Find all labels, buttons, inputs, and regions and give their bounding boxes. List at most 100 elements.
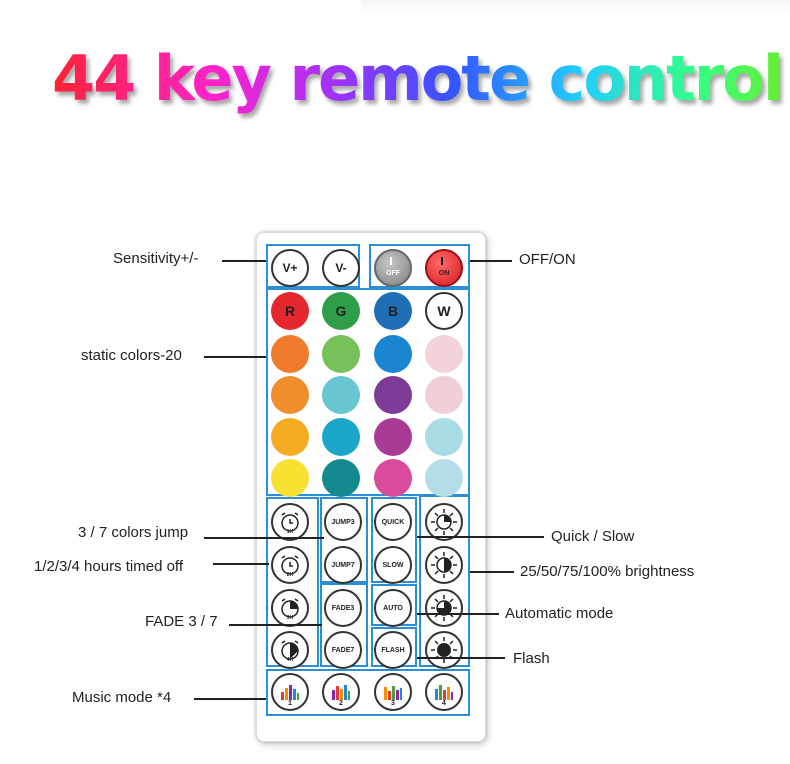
- slow-label: SLOW: [382, 561, 404, 569]
- white-label: W: [437, 303, 451, 319]
- color-button-light-orange[interactable]: [271, 376, 309, 414]
- color-button-amber[interactable]: [271, 418, 309, 456]
- volume-up-label: V+: [282, 261, 298, 275]
- blue-label: B: [387, 303, 399, 319]
- off-on-leader-line: [470, 260, 512, 262]
- equalizer-icon: [384, 686, 402, 700]
- sun-brightness-25-icon: [431, 509, 457, 535]
- static-colors-label: static colors-20: [81, 347, 182, 364]
- green-label: G: [335, 303, 347, 319]
- auto-label: AUTO: [383, 604, 403, 612]
- brightness-25-button[interactable]: [425, 503, 463, 541]
- brightness-50-button[interactable]: [425, 546, 463, 584]
- sun-brightness-75-icon: [431, 595, 457, 621]
- color-button-pale-blue[interactable]: [425, 418, 463, 456]
- fade3-label: FADE3: [331, 604, 355, 612]
- alarm-clock-icon: [281, 640, 299, 660]
- alarm-clock-icon: [281, 512, 299, 532]
- static-colors-group-box: [266, 288, 470, 496]
- color-button-yellow[interactable]: [271, 459, 309, 497]
- sensitivity-label: Sensitivity+/-: [113, 250, 199, 267]
- flash-leader-line: [417, 657, 505, 659]
- page-title: 44 key remote control: [52, 42, 784, 115]
- fade3-button[interactable]: FADE3: [324, 589, 362, 627]
- flash-label: Flash: [513, 650, 550, 667]
- music-mode-1-button[interactable]: 1: [271, 673, 309, 711]
- sensitivity-leader-line: [222, 260, 266, 262]
- auto-mode-label: Automatic mode: [505, 605, 614, 622]
- fade-leader-line: [229, 624, 322, 626]
- music-mode-4-button[interactable]: 4: [425, 673, 463, 711]
- timer-2h-button[interactable]: 2H: [271, 546, 309, 584]
- music-mode-3-button[interactable]: 3: [374, 673, 412, 711]
- slow-button[interactable]: SLOW: [374, 546, 412, 584]
- auto-mode-leader-line: [417, 613, 499, 615]
- timer-3h-label: 3H: [286, 615, 294, 621]
- color-button-magenta[interactable]: [374, 418, 412, 456]
- music-mode-1-label: 1: [288, 700, 292, 707]
- color-button-hot-pink[interactable]: [374, 459, 412, 497]
- quick-label: QUICK: [381, 518, 405, 526]
- color-button-aqua[interactable]: [322, 376, 360, 414]
- on-button[interactable]: ON: [425, 249, 463, 287]
- jump7-button[interactable]: JUMP7: [324, 546, 362, 584]
- timer-1h-button[interactable]: 1H: [271, 503, 309, 541]
- music-mode-4-label: 4: [442, 700, 446, 707]
- power-on-icon: [441, 257, 449, 265]
- music-mode-2-label: 2: [339, 700, 343, 707]
- sun-brightness-100-icon: [431, 637, 457, 663]
- off-label: OFF: [386, 269, 400, 277]
- color-button-light-green[interactable]: [322, 335, 360, 373]
- color-button-cyan[interactable]: [322, 418, 360, 456]
- timed-off-leader-line: [213, 563, 269, 565]
- brightness-leader-line: [470, 571, 514, 573]
- music-mode-3-label: 3: [391, 700, 395, 707]
- timer-2h-label: 2H: [286, 572, 294, 578]
- off-button[interactable]: OFF: [374, 249, 412, 287]
- red-label: R: [284, 303, 296, 319]
- timer-4h-button[interactable]: 4H: [271, 631, 309, 669]
- color-button-sky[interactable]: [425, 459, 463, 497]
- flash-label: FLASH: [381, 646, 405, 654]
- alarm-clock-icon: [281, 598, 299, 618]
- color-button-pale-pink[interactable]: [425, 335, 463, 373]
- sun-brightness-50-icon: [431, 552, 457, 578]
- color-button-teal[interactable]: [322, 459, 360, 497]
- blue-button[interactable]: B: [374, 292, 412, 330]
- brightness-label: 25/50/75/100% brightness: [520, 563, 695, 580]
- jump3-button[interactable]: JUMP3: [324, 503, 362, 541]
- power-group-box: [369, 244, 470, 288]
- music-group-box: [266, 669, 470, 716]
- flash-button[interactable]: FLASH: [374, 631, 412, 669]
- fade7-label: FADE7: [331, 646, 355, 654]
- color-button-pink[interactable]: [425, 376, 463, 414]
- off-on-label: OFF/ON: [519, 251, 576, 268]
- fade7-button[interactable]: FADE7: [324, 631, 362, 669]
- volume-down-label: V-: [335, 261, 347, 275]
- jump3-label: JUMP3: [331, 518, 355, 526]
- brightness-75-button[interactable]: [425, 589, 463, 627]
- volume-down-button[interactable]: V-: [322, 249, 360, 287]
- color-button-orange[interactable]: [271, 335, 309, 373]
- white-button[interactable]: W: [425, 292, 463, 330]
- alarm-clock-icon: [281, 555, 299, 575]
- equalizer-icon: [281, 685, 299, 700]
- fade-label: FADE 3 / 7: [145, 613, 218, 630]
- color-button-azure[interactable]: [374, 335, 412, 373]
- colors-jump-label: 3 / 7 colors jump: [78, 524, 189, 541]
- power-off-icon: [390, 257, 398, 265]
- volume-up-button[interactable]: V+: [271, 249, 309, 287]
- green-button[interactable]: G: [322, 292, 360, 330]
- colors-jump-leader-line: [204, 537, 324, 539]
- top-gray-bar: [362, 0, 790, 16]
- red-button[interactable]: R: [271, 292, 309, 330]
- equalizer-icon: [435, 685, 453, 700]
- on-label: ON: [438, 269, 450, 277]
- equalizer-icon: [332, 685, 350, 700]
- music-mode-2-button[interactable]: 2: [322, 673, 360, 711]
- timer-3h-button[interactable]: 3H: [271, 589, 309, 627]
- auto-button[interactable]: AUTO: [374, 589, 412, 627]
- quick-button[interactable]: QUICK: [374, 503, 412, 541]
- color-button-purple[interactable]: [374, 376, 412, 414]
- brightness-100-button[interactable]: [425, 631, 463, 669]
